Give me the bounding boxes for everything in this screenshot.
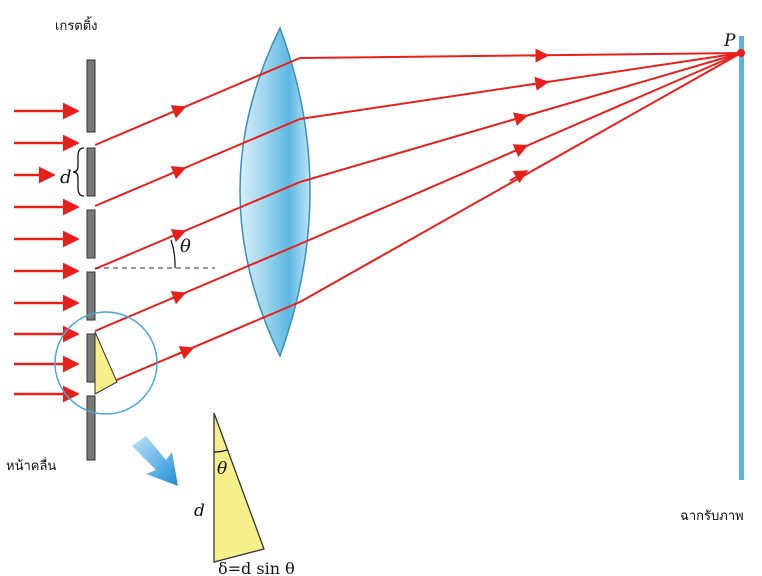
grating-bar xyxy=(86,395,96,461)
ray-arrow xyxy=(509,112,529,126)
zoom-highlight-circle xyxy=(54,311,158,415)
path-difference-triangle xyxy=(94,331,118,395)
angle-arc xyxy=(170,239,176,269)
wavefront-label: หน้าคลื่น xyxy=(6,457,56,474)
slit-spacing-label: d xyxy=(60,167,72,188)
inset-side-label: d xyxy=(194,501,205,521)
blue-pointer-arrow-icon xyxy=(132,436,178,486)
grating-bar xyxy=(86,209,96,259)
converging-rays xyxy=(299,52,742,303)
inset-angle-arc xyxy=(213,449,228,453)
point-p-label: P xyxy=(723,31,736,51)
incident-wave-arrows xyxy=(14,102,80,403)
ray-direction-arrows xyxy=(169,105,195,360)
grating-label: เกรตติ้ง xyxy=(55,16,98,34)
ray-arrow xyxy=(169,166,187,180)
diffracted-ray xyxy=(111,301,301,383)
converging-ray xyxy=(299,52,742,59)
diffracted-ray xyxy=(94,118,301,207)
converging-ray-arrows xyxy=(509,48,550,184)
grating-bar xyxy=(86,271,96,321)
ray-arrow xyxy=(509,170,529,184)
grating-bar xyxy=(86,147,96,197)
ray-arrow xyxy=(169,105,187,119)
diffracted-rays xyxy=(94,57,301,383)
diffracted-ray xyxy=(94,243,301,332)
ray-arrow xyxy=(509,144,529,158)
grating-bar xyxy=(86,333,96,383)
grating xyxy=(86,59,96,461)
slit-spacing-brace xyxy=(72,147,85,197)
ray-arrow xyxy=(529,76,550,91)
path-difference-formula: δ=d sin θ xyxy=(218,559,295,576)
screen-label: ฉากรับภาพ xyxy=(680,509,744,524)
ray-arrow xyxy=(177,346,195,360)
converging-ray xyxy=(299,52,742,120)
enlarged-triangle xyxy=(213,412,265,563)
grating-bar xyxy=(86,59,96,133)
ray-arrow xyxy=(169,229,187,243)
ray-arrow xyxy=(169,291,187,305)
diffracted-ray xyxy=(94,57,301,146)
converging-ray xyxy=(299,52,742,303)
screen xyxy=(739,36,744,480)
diffracted-ray xyxy=(94,181,301,270)
angle-label: θ xyxy=(180,236,191,257)
inset-angle-label: θ xyxy=(217,459,227,479)
